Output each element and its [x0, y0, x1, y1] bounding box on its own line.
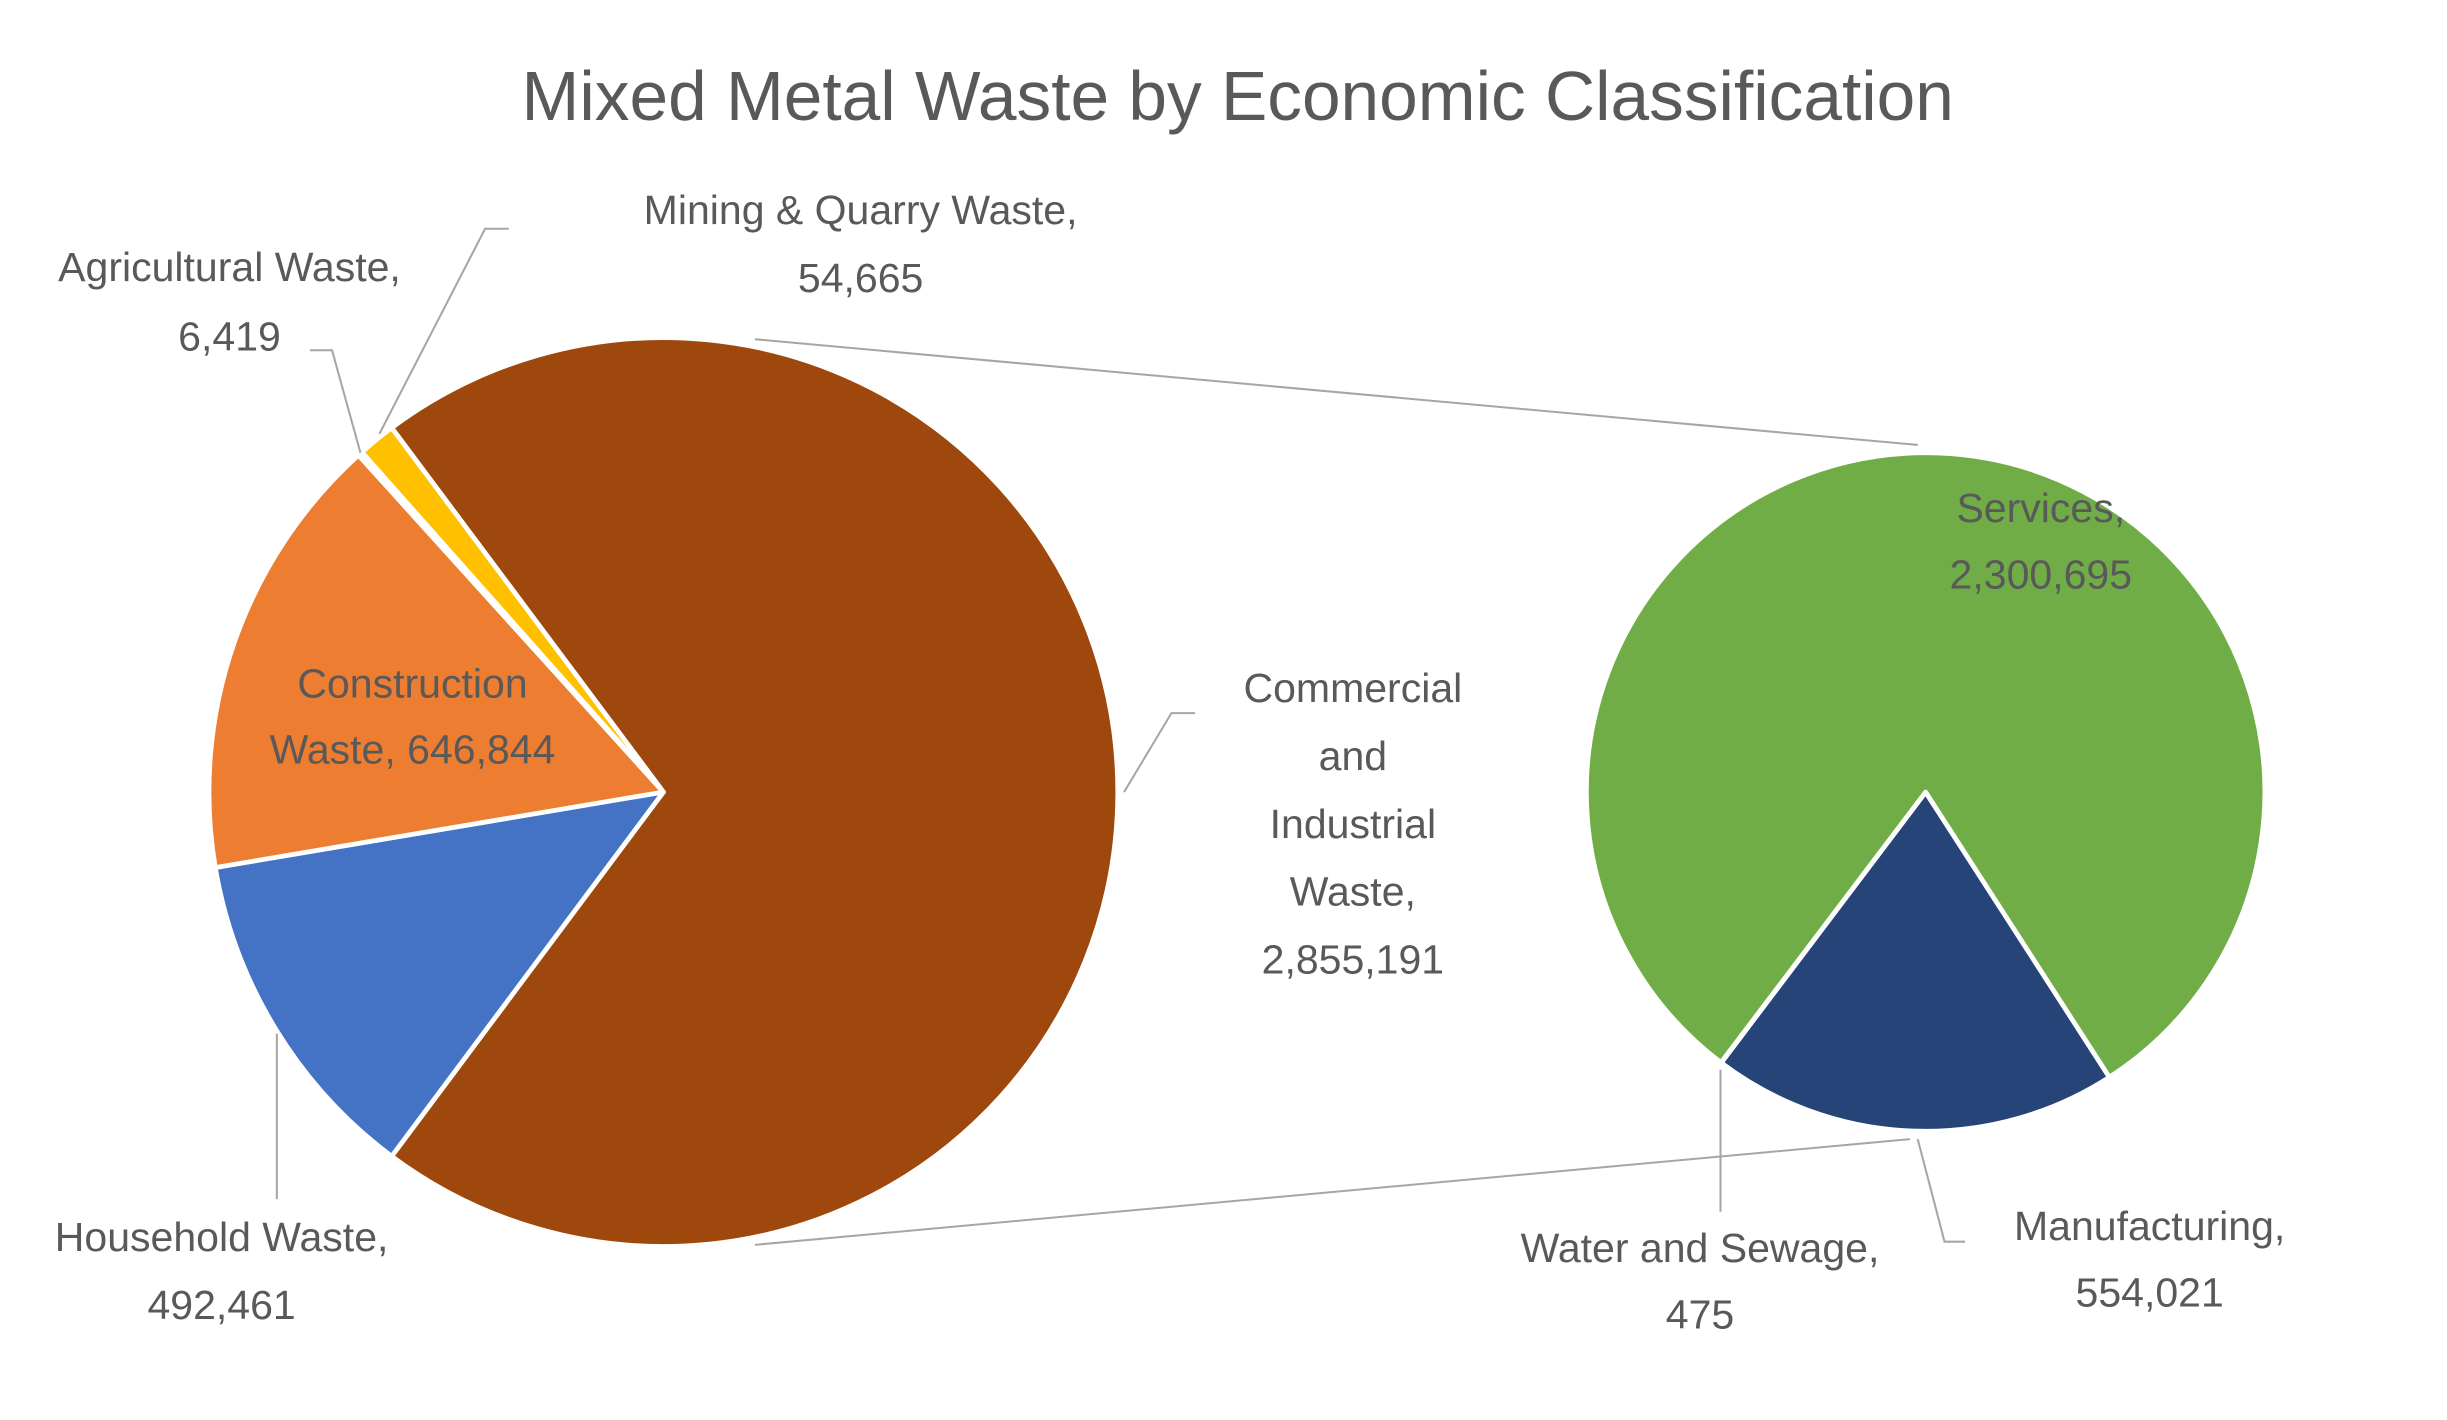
main-slice-household-waste: [212, 789, 666, 1159]
data-label-line: Waste, 646,844: [270, 727, 556, 773]
leader-mining: [378, 227, 509, 435]
connector-lines: [754, 338, 1918, 1246]
secondary-pie: [1584, 450, 2268, 1134]
data-label-line: 2,855,191: [1262, 936, 1444, 982]
main-slice-construction-waste: [206, 452, 666, 870]
main-slice-mining-quarry-waste: [359, 425, 666, 795]
data-label-water-and-sewage: Water and Sewage, 475: [1521, 1225, 1880, 1337]
data-label-line: 54,665: [798, 255, 923, 301]
data-label-mining-quarry-waste: Mining & Quarry Waste, 54,665: [644, 187, 1078, 301]
data-label-line: 2,300,695: [1950, 552, 2132, 598]
secondary-slice-services: [1584, 450, 2268, 1080]
data-label-line: 475: [1666, 1291, 1734, 1337]
connector-line-bottom: [754, 1138, 1910, 1246]
data-label-line: 554,021: [2076, 1269, 2224, 1315]
data-label-household-waste: Household Waste, 492,461: [55, 1214, 389, 1328]
data-label-line: 6,419: [178, 313, 281, 359]
data-label-line: Services,: [1956, 485, 2125, 531]
data-label-manufacturing: Manufacturing, 554,021: [2014, 1203, 2285, 1315]
data-label-line: Water and Sewage,: [1521, 1225, 1880, 1271]
data-label-line: Household Waste,: [55, 1214, 389, 1260]
leader-agricultural: [309, 349, 362, 454]
data-label-agricultural-waste: Agricultural Waste, 6,419: [58, 244, 401, 359]
secondary-slice-manufacturing: [1718, 789, 2112, 1134]
data-label-line: and: [1319, 733, 1387, 779]
chart-title: Mixed Metal Waste by Economic Classifica…: [522, 57, 1954, 135]
data-label-line: Commercial: [1243, 665, 1462, 711]
connector-line-top: [754, 338, 1918, 446]
data-label-line: Industrial: [1270, 801, 1436, 847]
main-pie: [206, 335, 1121, 1249]
leader-commercial: [1123, 712, 1196, 793]
data-label-line: Mining & Quarry Waste,: [644, 187, 1078, 233]
data-label-line: Waste,: [1290, 869, 1416, 915]
leader-manufacturing: [1916, 1138, 1966, 1243]
data-label-line: Agricultural Waste,: [58, 244, 401, 290]
data-label-line: Construction: [297, 660, 527, 706]
main-slice-commercial-and-industrial-waste: [389, 335, 1121, 1249]
data-label-services: Services, 2,300,695: [1950, 485, 2132, 597]
leader-lines: [275, 227, 1966, 1243]
data-label-line: Manufacturing,: [2014, 1203, 2285, 1249]
data-label-line: 492,461: [147, 1282, 295, 1328]
